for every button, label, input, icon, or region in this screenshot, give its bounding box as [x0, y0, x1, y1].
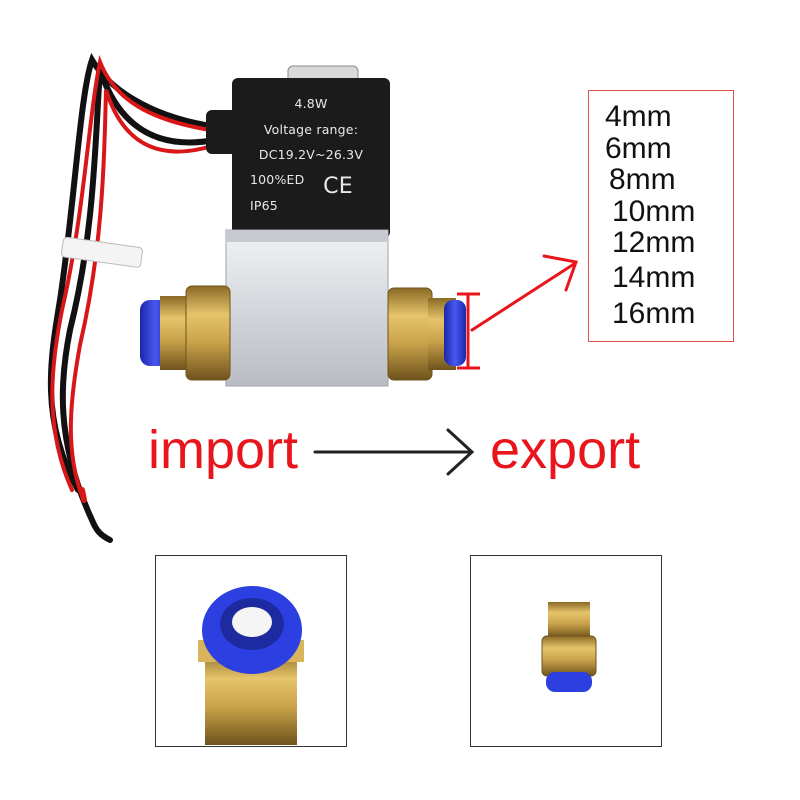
coil-power-label: 4.8W	[294, 96, 328, 111]
size-option: 10mm	[612, 195, 696, 228]
inlet-label: import	[148, 420, 299, 480]
size-options-box	[588, 90, 734, 342]
inlet-fitting	[140, 285, 231, 381]
push-fitting-closeup-image	[198, 586, 304, 745]
coil-duty-label: 100%ED	[250, 172, 305, 187]
flow-arrow	[313, 428, 475, 476]
thumbnail-frame-push-fitting	[155, 555, 347, 747]
size-pointer-arrow	[470, 254, 579, 332]
wire-bundle	[47, 52, 218, 543]
brass-fitting-side-image	[541, 602, 597, 692]
coil-voltage-value: DC19.2V~26.3V	[258, 147, 364, 162]
thumbnail-frame-brass-fitting	[470, 555, 662, 747]
coil-rating-label: IP65	[250, 198, 278, 213]
size-option: 16mm	[612, 297, 696, 330]
outlet-label: export	[490, 420, 641, 480]
size-option: 12mm	[612, 226, 696, 259]
valve-body	[225, 229, 389, 387]
size-option: 4mm	[605, 100, 672, 133]
size-option: 14mm	[612, 261, 696, 294]
valve-body-top-edge	[226, 230, 388, 242]
solenoid-coil	[206, 65, 390, 238]
cable-tie	[60, 236, 143, 268]
ce-mark: CE	[323, 174, 353, 199]
diameter-marker	[457, 292, 480, 370]
outlet-fitting	[387, 287, 466, 381]
size-option: 8mm	[609, 163, 676, 196]
size-option: 6mm	[605, 132, 672, 165]
coil-voltage-label: Voltage range:	[263, 122, 359, 137]
